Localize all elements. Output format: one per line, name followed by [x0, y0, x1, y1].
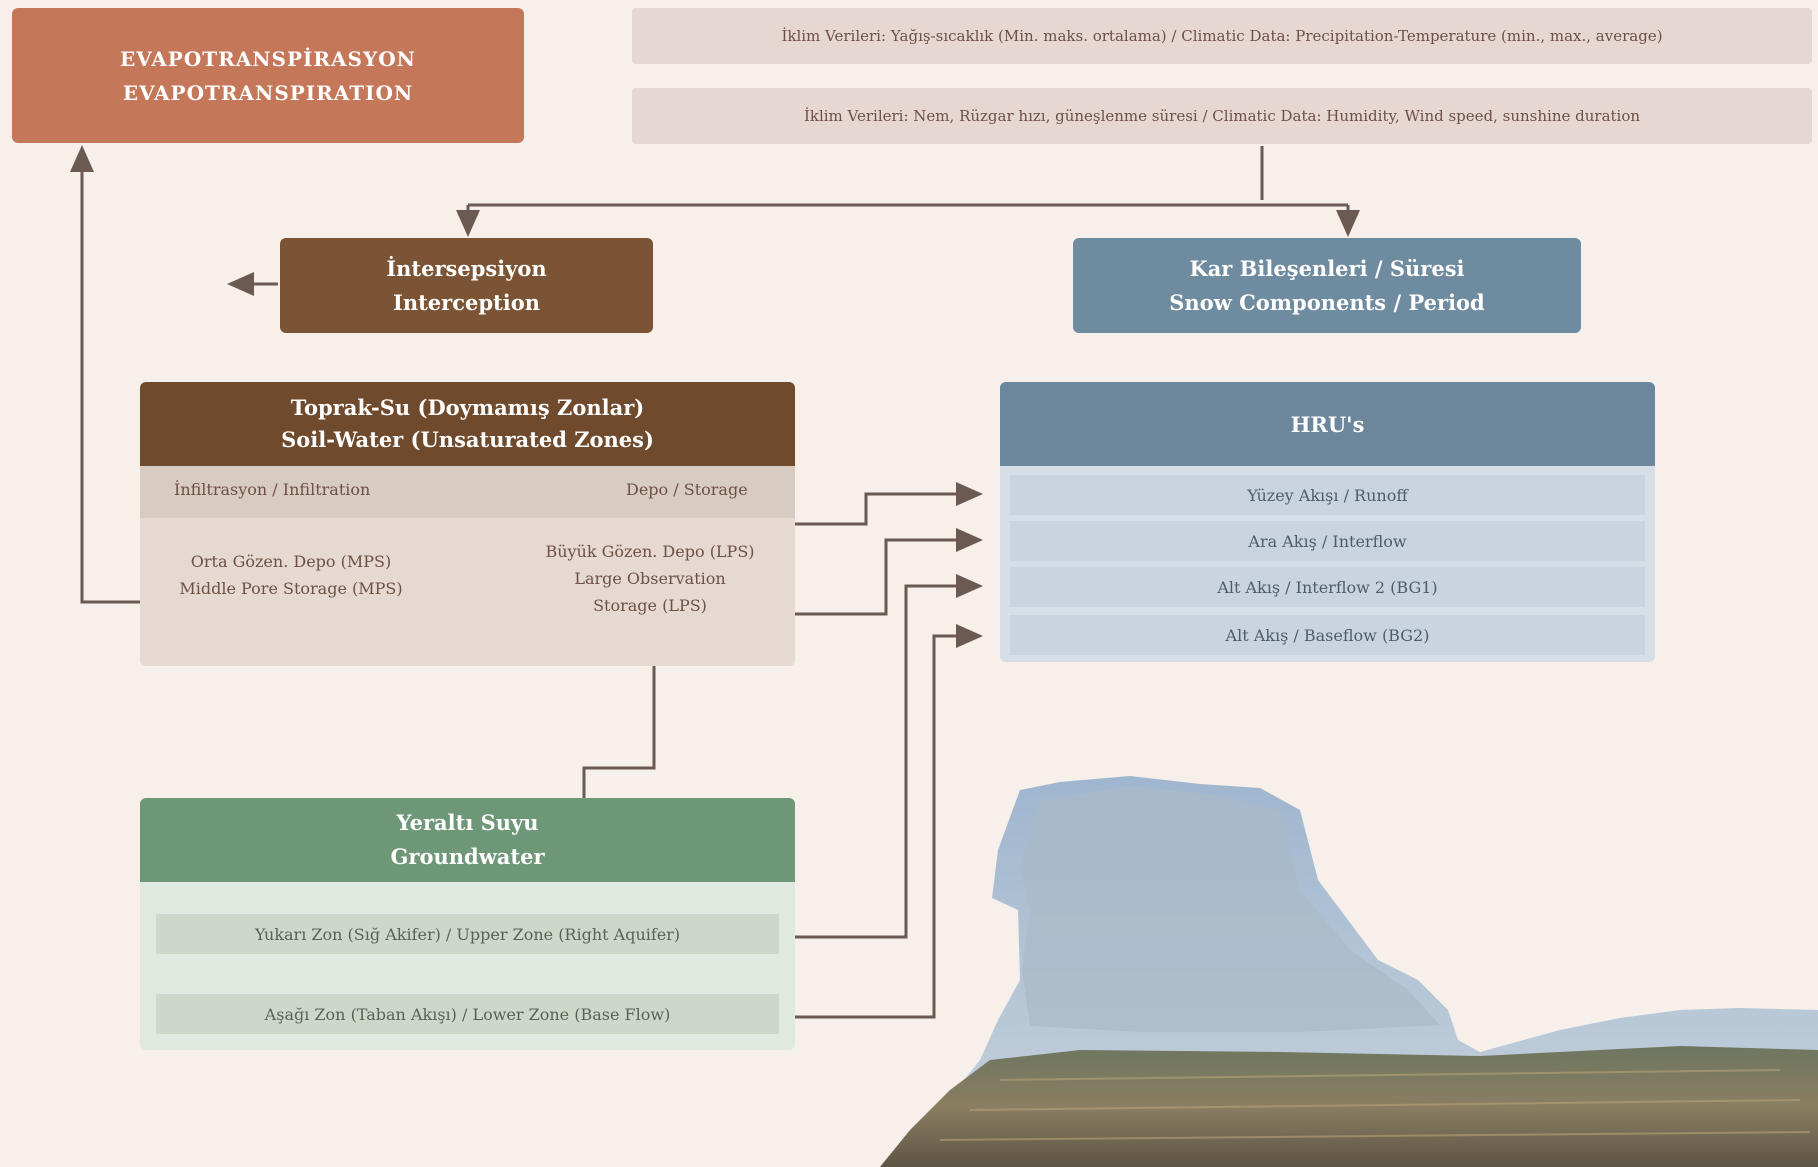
lps-label-en-1: Large Observation — [574, 569, 726, 588]
soil-water-title-tr: Toprak-Su (Doymamış Zonlar) — [290, 395, 645, 420]
climate-data-box-2: İklim Verileri: Nem, Rüzgar hızı, güneşl… — [632, 88, 1812, 144]
climate-data-label-1: İklim Verileri: Yağış-sıcaklık (Min. mak… — [781, 27, 1663, 45]
hru-row-label: Ara Akış / Interflow — [1248, 531, 1407, 551]
groundwater-box: Yeraltı Suyu Groundwater Yukarı Zon (Sığ… — [140, 798, 795, 1050]
soil-infiltration-row: İnfiltrasyon / Infiltration Depo / Stora… — [140, 466, 795, 518]
storage-label: Depo / Storage — [626, 480, 748, 499]
interception-label-en: Interception — [393, 289, 540, 315]
hru-box: HRU's Yüzey Akışı / Runoff Ara Akış / In… — [1000, 382, 1655, 662]
climate-data-box-1: İklim Verileri: Yağış-sıcaklık (Min. mak… — [632, 8, 1812, 64]
upper-zone-label: Yukarı Zon (Sığ Akifer) / Upper Zone (Ri… — [254, 924, 681, 944]
lps-label-en-2: Storage (LPS) — [593, 596, 707, 615]
landscape-photo — [880, 776, 1818, 1167]
snow-label-tr: Kar Bileşenleri / Süresi — [1189, 255, 1465, 281]
mps-label-en: Middle Pore Storage (MPS) — [179, 579, 403, 598]
hru-header: HRU's — [1000, 382, 1655, 466]
mps-block: Orta Gözen. Depo (MPS) Middle Pore Stora… — [156, 548, 426, 602]
hru-row-bg1: Alt Akış / Interflow 2 (BG1) — [1010, 567, 1645, 607]
evapotranspiration-box: EVAPOTRANSPİRASYON EVAPOTRANSPIRATION — [12, 8, 524, 143]
groundwater-header: Yeraltı Suyu Groundwater — [140, 798, 795, 882]
mps-label-tr: Orta Gözen. Depo (MPS) — [190, 552, 392, 571]
lps-block: Büyük Gözen. Depo (LPS) Large Observatio… — [520, 538, 780, 619]
lps-label-tr: Büyük Gözen. Depo (LPS) — [545, 542, 755, 561]
soil-water-title-en: Soil-Water (Unsaturated Zones) — [281, 427, 654, 452]
groundwater-upper-zone: Yukarı Zon (Sığ Akifer) / Upper Zone (Ri… — [156, 914, 779, 954]
interception-label-tr: İntersepsiyon — [386, 255, 547, 281]
arrow-to-evapo — [70, 145, 148, 604]
snow-label-en: Snow Components / Period — [1169, 289, 1485, 315]
groundwater-title-tr: Yeraltı Suyu — [396, 810, 539, 835]
arrow-upper-bg1 — [795, 574, 983, 939]
arrow-lower-bg2 — [795, 624, 983, 1019]
hru-title: HRU's — [1290, 411, 1365, 437]
lower-zone-label: Aşağı Zon (Taban Akışı) / Lower Zone (Ba… — [264, 1004, 671, 1024]
mountain-rock-shape — [1020, 786, 1440, 1032]
hru-row-label: Yüzey Akışı / Runoff — [1247, 485, 1408, 505]
arrow-lps-interflow — [795, 528, 983, 616]
snow-components-box: Kar Bileşenleri / Süresi Snow Components… — [1073, 238, 1581, 333]
infiltration-label: İnfiltrasyon / Infiltration — [174, 480, 371, 499]
evapotranspiration-label-en: EVAPOTRANSPIRATION — [122, 80, 414, 105]
soil-storage-row: Orta Gözen. Depo (MPS) Middle Pore Stora… — [140, 518, 795, 666]
hru-row-label: Alt Akış / Baseflow (BG2) — [1225, 625, 1430, 645]
hru-row-label: Alt Akış / Interflow 2 (BG1) — [1217, 577, 1438, 597]
hru-row-runoff: Yüzey Akışı / Runoff — [1010, 475, 1645, 515]
soil-water-header: Toprak-Su (Doymamış Zonlar) Soil-Water (… — [140, 382, 795, 466]
evapotranspiration-label-tr: EVAPOTRANSPİRASYON — [120, 46, 416, 71]
interception-box: İntersepsiyon Interception — [280, 238, 653, 333]
soil-water-box: Toprak-Su (Doymamış Zonlar) Soil-Water (… — [140, 382, 795, 666]
hru-row-interflow: Ara Akış / Interflow — [1010, 521, 1645, 561]
climate-data-label-2: İklim Verileri: Nem, Rüzgar hızı, güneşl… — [803, 107, 1641, 125]
hru-row-bg2: Alt Akış / Baseflow (BG2) — [1010, 615, 1645, 655]
groundwater-title-en: Groundwater — [390, 844, 545, 869]
arrow-storage-runoff — [795, 482, 983, 526]
farmland-shape — [880, 1046, 1818, 1167]
groundwater-lower-zone: Aşağı Zon (Taban Akışı) / Lower Zone (Ba… — [156, 994, 779, 1034]
